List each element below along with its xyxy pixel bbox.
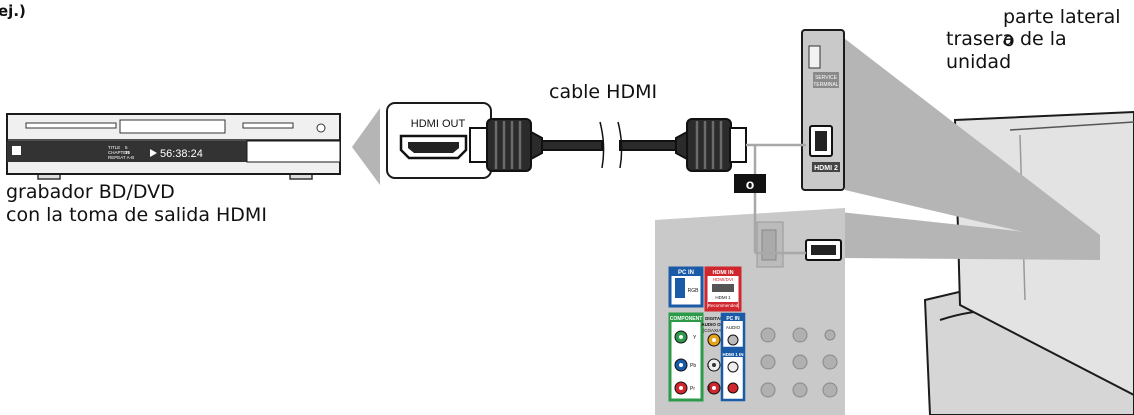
component-pr-label: Pr [690,386,695,392]
service-terminal-label-line1: SERVICE [815,75,838,81]
recorder-chapter-label: CHAPTER [108,150,130,155]
bd-dvd-recorder: TITLE 5 CHAPTER 15 REPEAT A-B 56:38:24 [6,113,341,180]
recorder-label-line1: grabador BD/DVD [6,181,175,203]
hdmi-cable [469,118,747,172]
hdmi2-port-label: HDMI 2 [814,165,838,172]
tv-side-panel: SERVICE TERMINAL HDMI 2 [801,29,1100,250]
hdmi-out-callout: HDMI OUT [386,102,492,179]
pc-audio-label: AUDIO [726,325,741,330]
pc-audio-header: PC IN [726,316,740,322]
connection-lines [746,143,806,255]
hdmi-dvi-label: HDMI/DVI [713,277,733,282]
callout-pointer [352,108,380,185]
recommended-label: Recommended [708,303,739,308]
component-label: COMPONENT [670,316,703,322]
or-badge-text: o [746,176,755,192]
service-terminal-label-line2: TERMINAL [813,82,839,88]
recorder-title-value: 5 [125,145,128,150]
digital-audio-out-line1: DIGITAL [705,316,723,321]
audio-r-label: R [707,386,711,392]
digital-audio-out-line3: (COAXIAL) [703,328,726,333]
hdmi-in-label: HDMI IN [712,270,733,276]
component-y-label: Y [693,335,697,341]
rgb-label: RGB [688,288,700,294]
recorder-display-time: 56:38:24 [160,148,203,160]
recorder-label-line2: con la toma de salida HDMI [6,204,267,226]
hdmi1-in-audio-label: HDMI 1 IN [722,352,743,357]
audio-l-label: L [707,363,710,369]
hdmi1-label: HDMI 1 [715,295,731,300]
play-icon [150,149,157,157]
recorder-repeat-label: REPEAT A-B [108,155,134,160]
recorder-chapter-value: 15 [125,150,131,155]
digital-audio-out-line2: AUDIO OUT [701,322,727,327]
hdmi-out-label: HDMI OUT [411,118,466,130]
recorder-title-label: TITLE [108,145,120,150]
cable-label: cable HDMI [549,81,658,103]
tv-rear-panel: PC IN RGB HDMI IN HDMI/DVI HDMI 1 Recomm… [655,208,1100,415]
unit-side-label-line1: parte lateral o [1003,6,1121,51]
component-pb-label: Pb [690,363,696,369]
or-badge: o [734,174,766,193]
pc-in-label: PC IN [678,270,694,276]
unit-side-label-line2: trasera de la unidad [946,28,1067,73]
header-partial-text: ej.) [0,2,26,20]
